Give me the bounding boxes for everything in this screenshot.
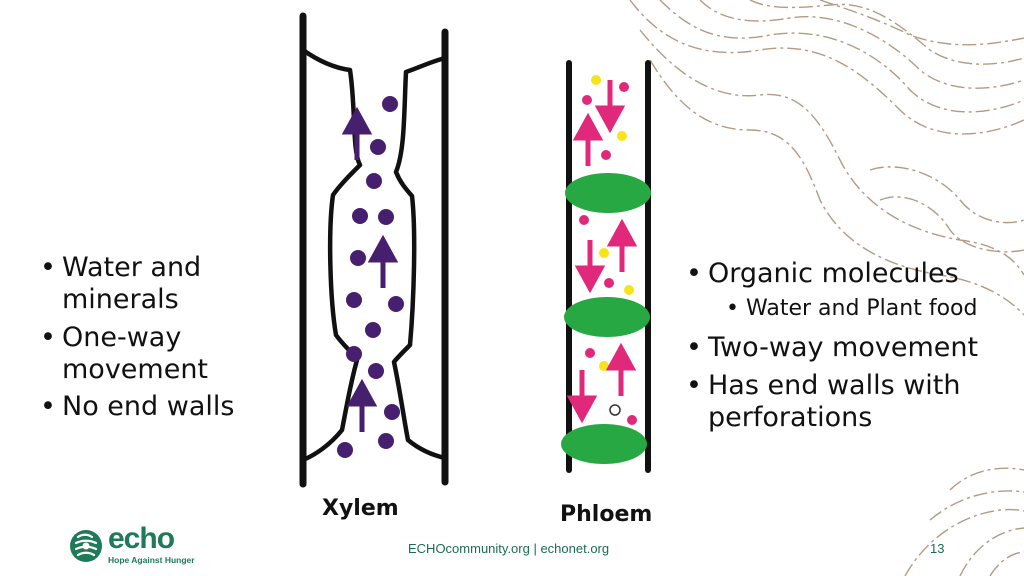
bullet-item: Two-way movement (686, 332, 1006, 364)
logo-tagline: Hope Against Hunger (108, 555, 195, 565)
sub-bullet-item: Water and Plant food (726, 296, 1006, 322)
upward-arrow-icon (572, 112, 638, 396)
xylem-vessel (299, 12, 449, 488)
phloem-vessel (561, 60, 651, 473)
sieve-plate (561, 173, 651, 464)
xylem-bullet-list: Water and minerals One-way movement No e… (40, 252, 270, 429)
bullet-item: No end walls (40, 391, 270, 423)
echo-logo-icon (70, 530, 102, 562)
downward-arrow-icon (566, 80, 626, 424)
echo-logo[interactable]: echo Hope Against Hunger (68, 522, 198, 570)
phloem-bullet-list: Organic molecules Water and Plant food T… (686, 258, 1006, 439)
xylem-caption: Xylem (322, 496, 399, 521)
upward-arrow-icon (341, 106, 399, 432)
footer-links[interactable]: ECHOcommunity.org | echonet.org (408, 541, 610, 556)
page-number: 13 (930, 541, 945, 556)
bullet-item: Organic molecules (686, 258, 1006, 290)
bullet-item: Water and minerals (40, 252, 270, 316)
logo-wordmark: echo (108, 522, 175, 555)
bullet-item: Has end walls with perforations (686, 370, 1006, 434)
bullet-item: One-way movement (40, 322, 270, 386)
phloem-caption: Phloem (560, 502, 653, 527)
